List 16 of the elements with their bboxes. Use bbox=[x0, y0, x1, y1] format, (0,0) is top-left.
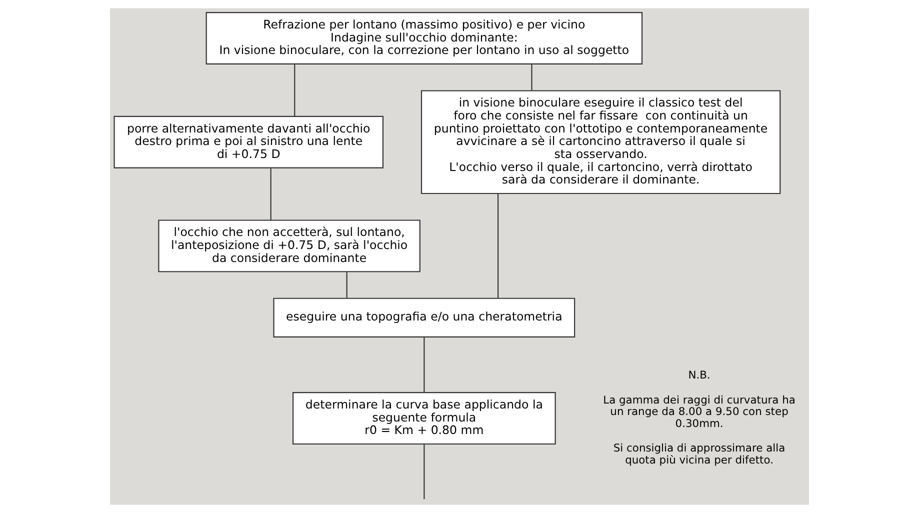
node-box: Refrazione per lontano (massimo positivo) e per vicino Indagine sull'occhio dominante: In visione binoculare, con la correzione per lontano in uso al soggetto bbox=[205, 12, 642, 64]
connector bbox=[497, 194, 498, 298]
node-box: porre alternativamente davanti all'occhio destro prima e poi al sinistro una lente di +0.75 D bbox=[113, 116, 383, 168]
connector bbox=[423, 444, 424, 500]
connector bbox=[530, 64, 532, 90]
node-box: in visione binoculare eseguire il classico test del foro che consiste nel far fissare con continuità un puntino proiettato con l'ottotipo e contemporaneamente avvicinare a sè il cartoncino attraverso il quale si sta osservando. L'occhio verso il quale, il cartoncino, verrà dirottato sarà da considerare il dominante. bbox=[420, 90, 780, 194]
connector bbox=[294, 64, 295, 116]
connector bbox=[270, 168, 271, 220]
label: La gamma dei raggi di curvatura ha un range da 8.00 a 9.50 con step 0.30mm. bbox=[602, 393, 795, 430]
label: Si consiglia di approssimare alla quota più vicina per difetto. bbox=[612, 441, 785, 466]
connector bbox=[423, 337, 424, 392]
node-box: l'occhio che non accetterà, sul lontano, l'anteposizione di +0.75 D, sarà l'occhio da considerare dominante bbox=[158, 220, 420, 272]
label: N.B. bbox=[688, 368, 710, 382]
node-box: determinare la curva base applicando la seguente formula r0 = Km + 0.80 mm bbox=[292, 392, 556, 445]
node-box: eseguire una topografia e/o una cheratometria bbox=[272, 298, 575, 338]
connector bbox=[346, 272, 347, 298]
